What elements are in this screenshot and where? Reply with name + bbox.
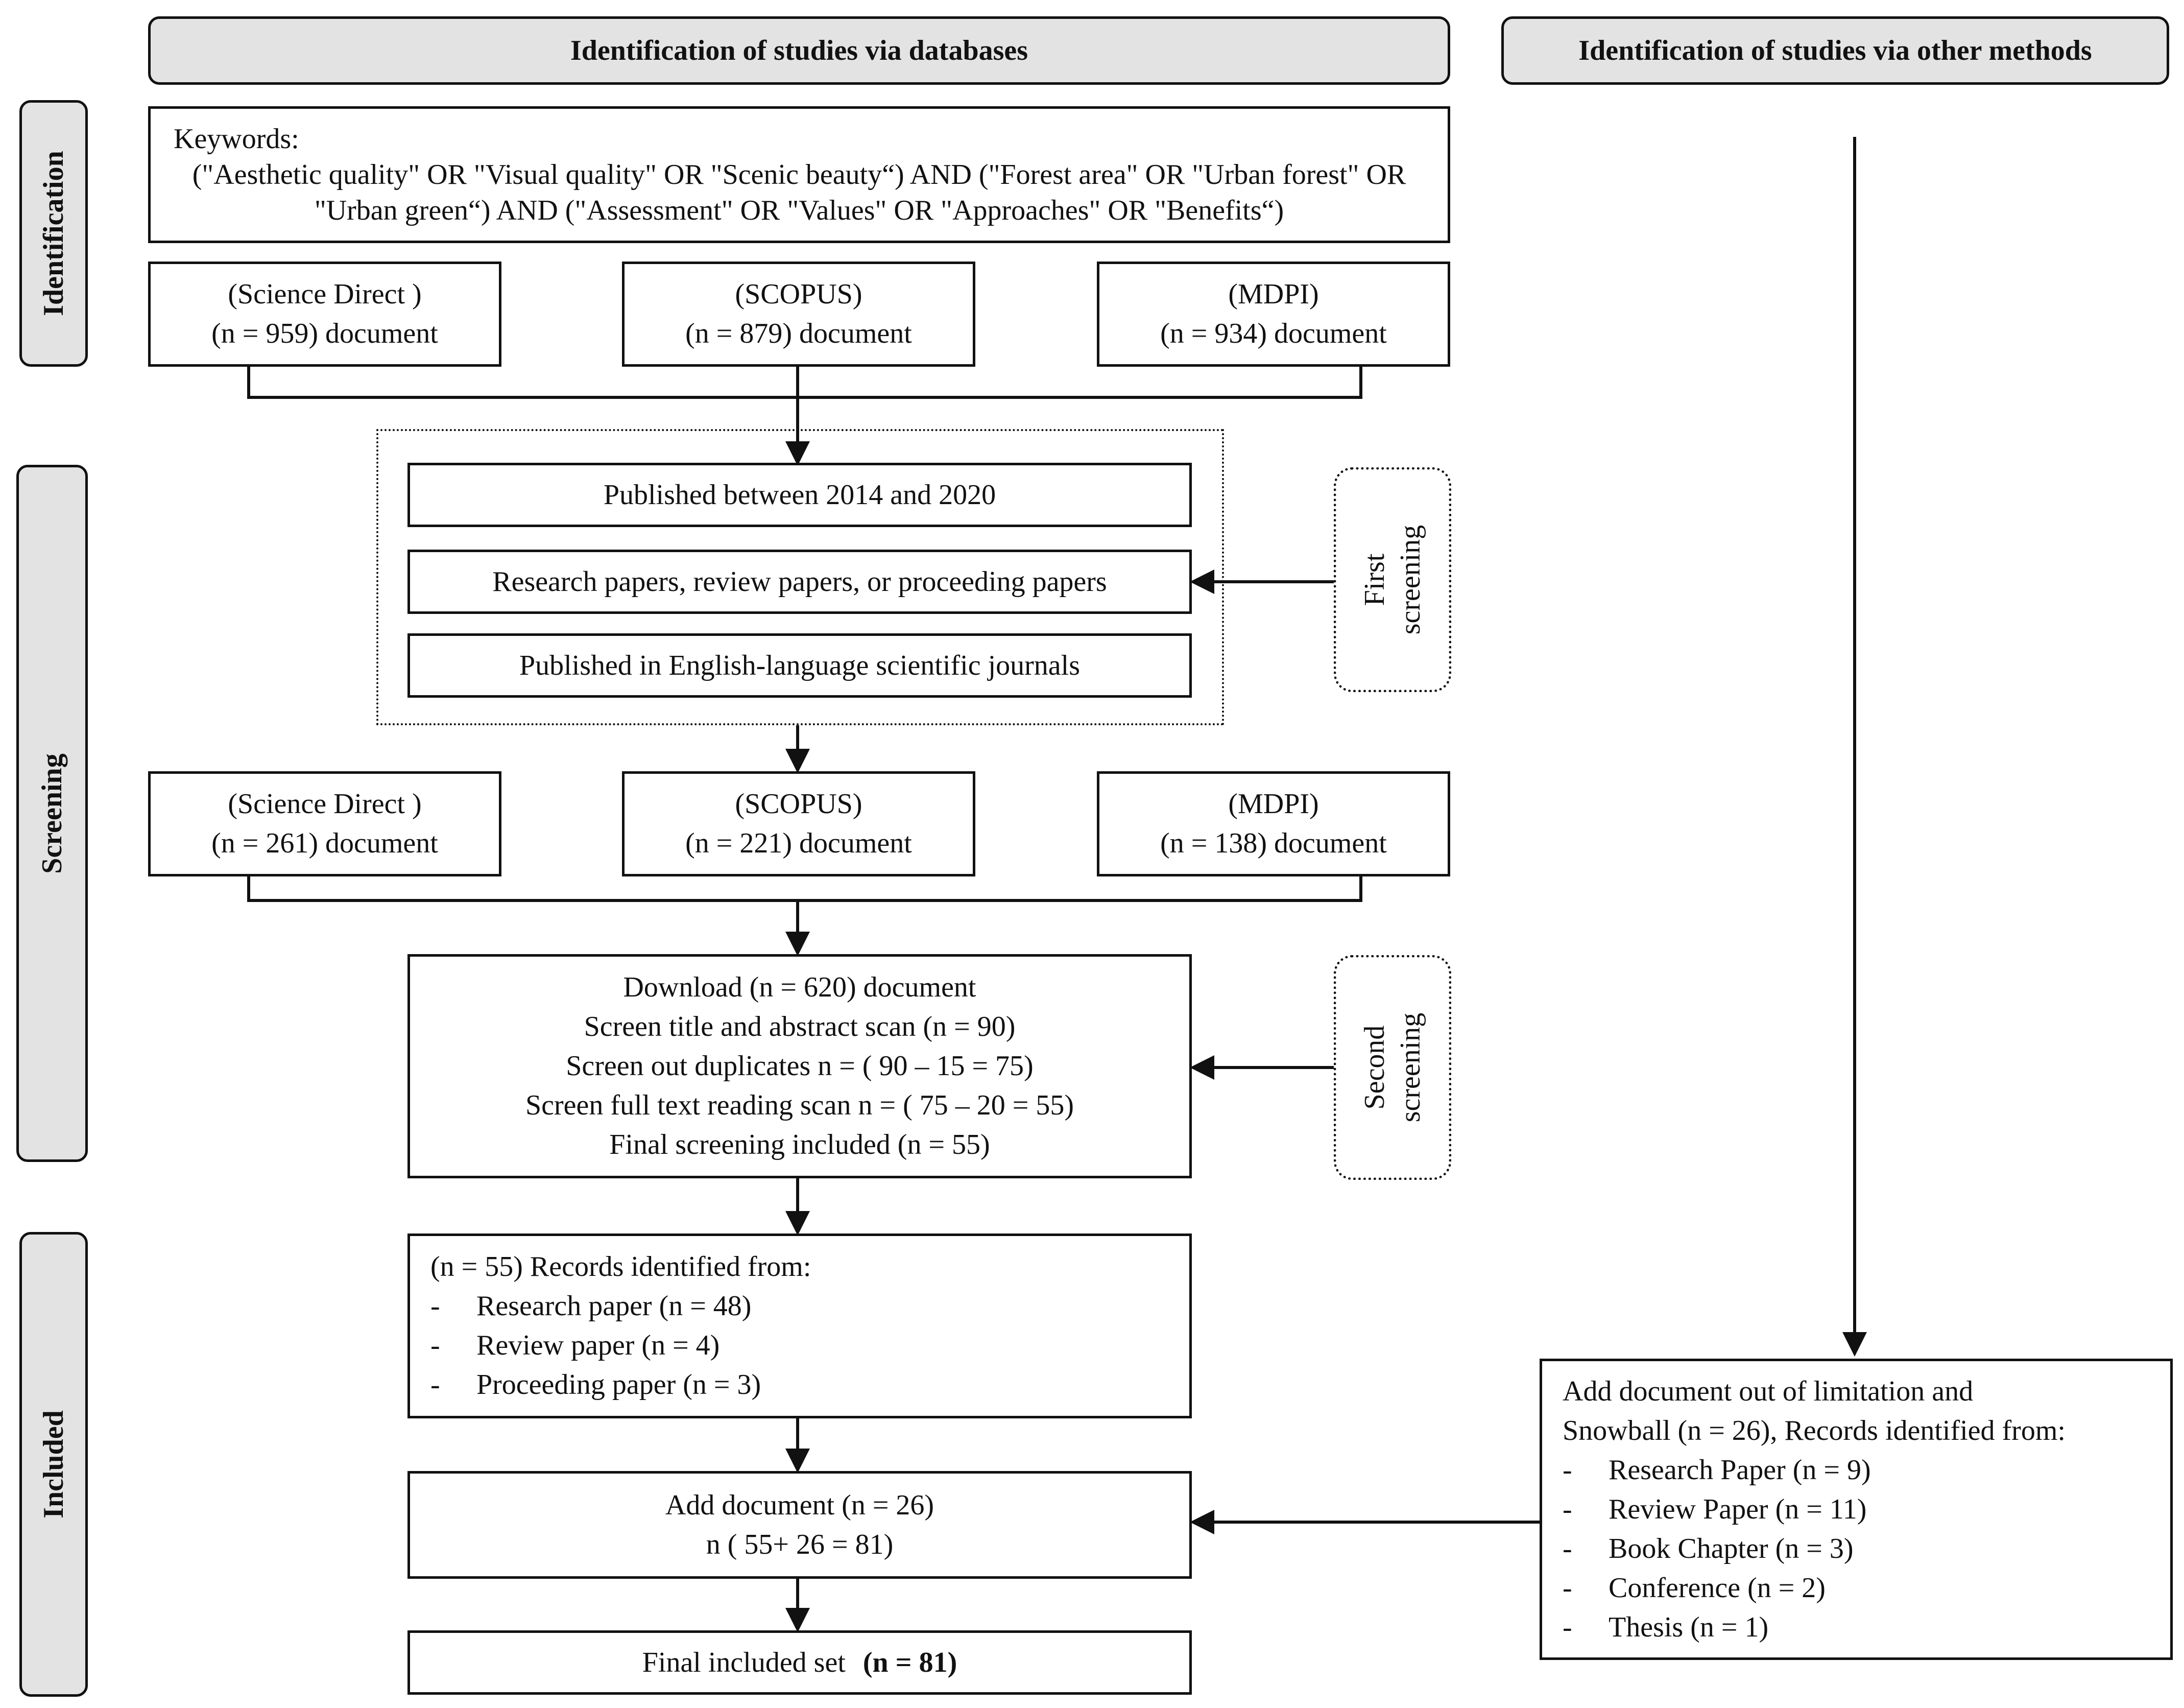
other-item: - Research Paper (n = 9) [1563,1451,2170,1490]
dash: - [430,1290,440,1322]
dash: - [1563,1532,1572,1564]
dash: - [1563,1572,1572,1604]
source-count: (n = 261) document [211,827,438,859]
other-item: - Conference (n = 2) [1563,1569,2170,1608]
criterion-paper-types: Research papers, review papers, or proce… [407,550,1192,614]
download-screening-box: Download (n = 620) document Screen title… [407,954,1192,1178]
source-box-mdpi: (MDPI) (n = 934) document [1097,262,1450,367]
source-count: (n = 879) document [685,318,912,349]
source-name: (Science Direct ) [228,278,422,310]
first-screening-line-2: screening [1395,525,1426,635]
download-line-1: Download (n = 620) document [623,971,976,1003]
dash: - [1563,1611,1572,1643]
source-name: (MDPI) [1228,278,1319,310]
source-name: (Science Direct ) [228,788,422,820]
phase-included-label: Included [38,1410,69,1519]
other-item-label: Review Paper (n = 11) [1609,1493,1867,1525]
source-box-science-direct: (Science Direct ) (n = 959) document [148,262,501,367]
criterion-language: Published in English-language scientific… [407,633,1192,698]
records-box: (n = 55) Records identified from: - Rese… [407,1233,1192,1418]
source-name: (SCOPUS) [735,278,862,310]
download-line-4: Screen full text reading scan n = ( 75 –… [525,1089,1074,1121]
other-item-label: Conference (n = 2) [1609,1572,1826,1604]
second-screening-line-1: Second [1359,1025,1390,1110]
other-line-1: Add document out of limitation and [1563,1375,1974,1407]
other-item: - Review Paper (n = 11) [1563,1490,2170,1529]
final-included-label: Final included set [642,1646,846,1678]
source-box-scopus: (SCOPUS) (n = 879) document [622,262,975,367]
download-line-2: Screen title and abstract scan (n = 90) [584,1011,1016,1042]
records-item: - Review paper (n = 4) [430,1326,1189,1365]
keywords-line-1: ("Aesthetic quality" OR "Visual quality"… [192,159,1406,191]
source-name: (SCOPUS) [735,788,862,820]
dash: - [430,1330,440,1361]
download-line-5: Final screening included (n = 55) [609,1129,990,1160]
screened-box-science-direct: (Science Direct ) (n = 261) document [148,771,501,876]
source-name: (MDPI) [1228,788,1319,820]
phase-identification-label: Identification [38,151,69,316]
download-line-3: Screen out duplicates n = ( 90 – 15 = 75… [566,1050,1034,1082]
phase-screening: Screening [16,465,88,1162]
records-item: - Proceeding paper (n = 3) [430,1365,1189,1405]
other-item: - Thesis (n = 1) [1563,1608,2170,1647]
final-included-box: Final included set (n = 81) [407,1630,1192,1695]
other-item-label: Research Paper (n = 9) [1609,1454,1871,1486]
criterion-years: Published between 2014 and 2020 [407,463,1192,527]
first-screening-line-1: First [1359,553,1390,606]
phase-screening-label: Screening [36,753,68,874]
phase-included: Included [19,1232,88,1697]
screened-box-scopus: (SCOPUS) (n = 221) document [622,771,975,876]
records-item-label: Research paper (n = 48) [476,1290,752,1322]
keywords-box: Keywords: ("Aesthetic quality" OR "Visua… [148,106,1450,243]
other-line-2: Snowball (n = 26), Records identified fr… [1563,1414,2066,1446]
records-item-label: Proceeding paper (n = 3) [476,1369,761,1401]
source-count: (n = 221) document [685,827,912,859]
other-methods-box: Add document out of limitation and Snowb… [1540,1359,2173,1660]
first-screening-tag: First screening [1334,467,1451,692]
second-screening-line-2: screening [1395,1012,1426,1123]
header-other-methods: Identification of studies via other meth… [1501,16,2169,85]
other-item: - Book Chapter (n = 3) [1563,1529,2170,1569]
keywords-line-2: "Urban green“) AND ("Assessment" OR "Val… [314,195,1284,226]
records-item: - Research paper (n = 48) [430,1287,1189,1326]
source-count: (n = 138) document [1160,827,1387,859]
second-screening-tag: Second screening [1334,955,1451,1180]
final-included-value: (n = 81) [862,1646,957,1678]
criteria-group [376,429,1224,725]
other-item-label: Thesis (n = 1) [1609,1611,1769,1643]
phase-identification: Identification [19,100,88,367]
other-item-label: Book Chapter (n = 3) [1609,1532,1854,1564]
screened-box-mdpi: (MDPI) (n = 138) document [1097,771,1450,876]
dash: - [1563,1493,1572,1525]
add-document-line-2: n ( 55+ 26 = 81) [706,1528,894,1560]
add-document-line-1: Add document (n = 26) [665,1489,934,1521]
header-databases: Identification of studies via databases [148,16,1450,85]
records-item-label: Review paper (n = 4) [476,1330,720,1361]
source-count: (n = 934) document [1160,318,1387,349]
records-title: (n = 55) Records identified from: [430,1251,811,1283]
add-document-box: Add document (n = 26) n ( 55+ 26 = 81) [407,1471,1192,1579]
keywords-label: Keywords: [174,123,299,155]
dash: - [1563,1454,1572,1486]
dash: - [430,1369,440,1401]
source-count: (n = 959) document [211,318,438,349]
